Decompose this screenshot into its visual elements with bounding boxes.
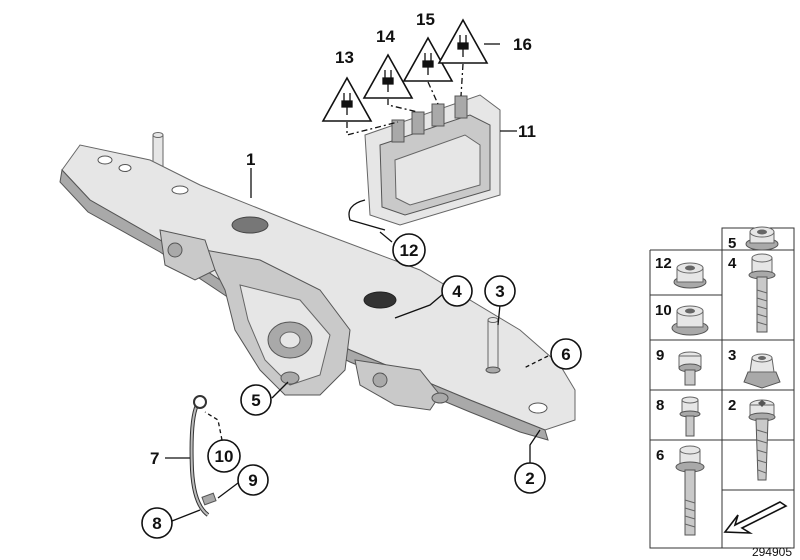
grid-label-3: 3 [728,347,736,364]
flange-bolt-icon [675,445,705,536]
callout-10: 10 [215,447,234,466]
callout-12: 12 [400,241,419,260]
connector [411,111,425,135]
callout-8: 8 [152,514,161,533]
warning-triangle-icon [362,53,414,99]
grid-label-6: 6 [656,447,664,464]
flange-nut-icon [671,305,709,336]
callout-3: 3 [495,282,504,301]
warning-triangle-icon [402,36,454,82]
ground-cable [189,395,217,517]
grid-label-5: 5 [728,235,736,252]
grid-label-10: 10 [655,302,672,319]
hex-bolt-icon [748,253,776,333]
callout-2: 2 [525,469,534,488]
warning-triangle-icon [321,76,373,122]
bushing [280,371,300,385]
callout-14: 14 [376,27,395,46]
short-bolt-icon [679,396,701,437]
grid-label-8: 8 [656,397,664,414]
subframe-assembly [59,132,576,441]
callouts: 1 2 3 4 5 6 7 8 9 10 11 12 13 14 15 16 [141,10,582,539]
callout-4: 4 [452,282,462,301]
callout-11: 11 [518,122,536,141]
left-actuator [159,229,216,281]
callout-7: 7 [150,449,159,468]
right-actuator [354,359,441,411]
callout-16: 16 [513,35,532,54]
reference-number: 294905 [752,545,792,559]
callout-5: 5 [251,391,260,410]
callout-13: 13 [335,48,354,67]
callout-1: 1 [246,150,255,169]
warning-triangle-icon [437,18,489,64]
torx-bolt-icon [748,399,776,481]
leader-lines [165,43,549,522]
callout-6: 6 [561,345,570,364]
collar-bolt-icon [678,351,702,386]
grid-label-2: 2 [728,397,736,414]
grid-label-9: 9 [656,347,664,364]
grid-label-12: 12 [655,255,672,272]
flange-nut-icon [745,226,779,251]
arrow-down-left-icon [723,501,788,534]
cage-nut-icon [743,353,781,389]
callout-15: 15 [416,10,435,29]
control-unit [348,94,501,231]
ring-terminal [193,395,207,409]
warning-triangles [321,18,489,136]
callout-9: 9 [248,471,257,490]
grid-label-4: 4 [728,255,737,272]
connector [391,119,405,143]
hex-nut-icon [673,262,707,289]
